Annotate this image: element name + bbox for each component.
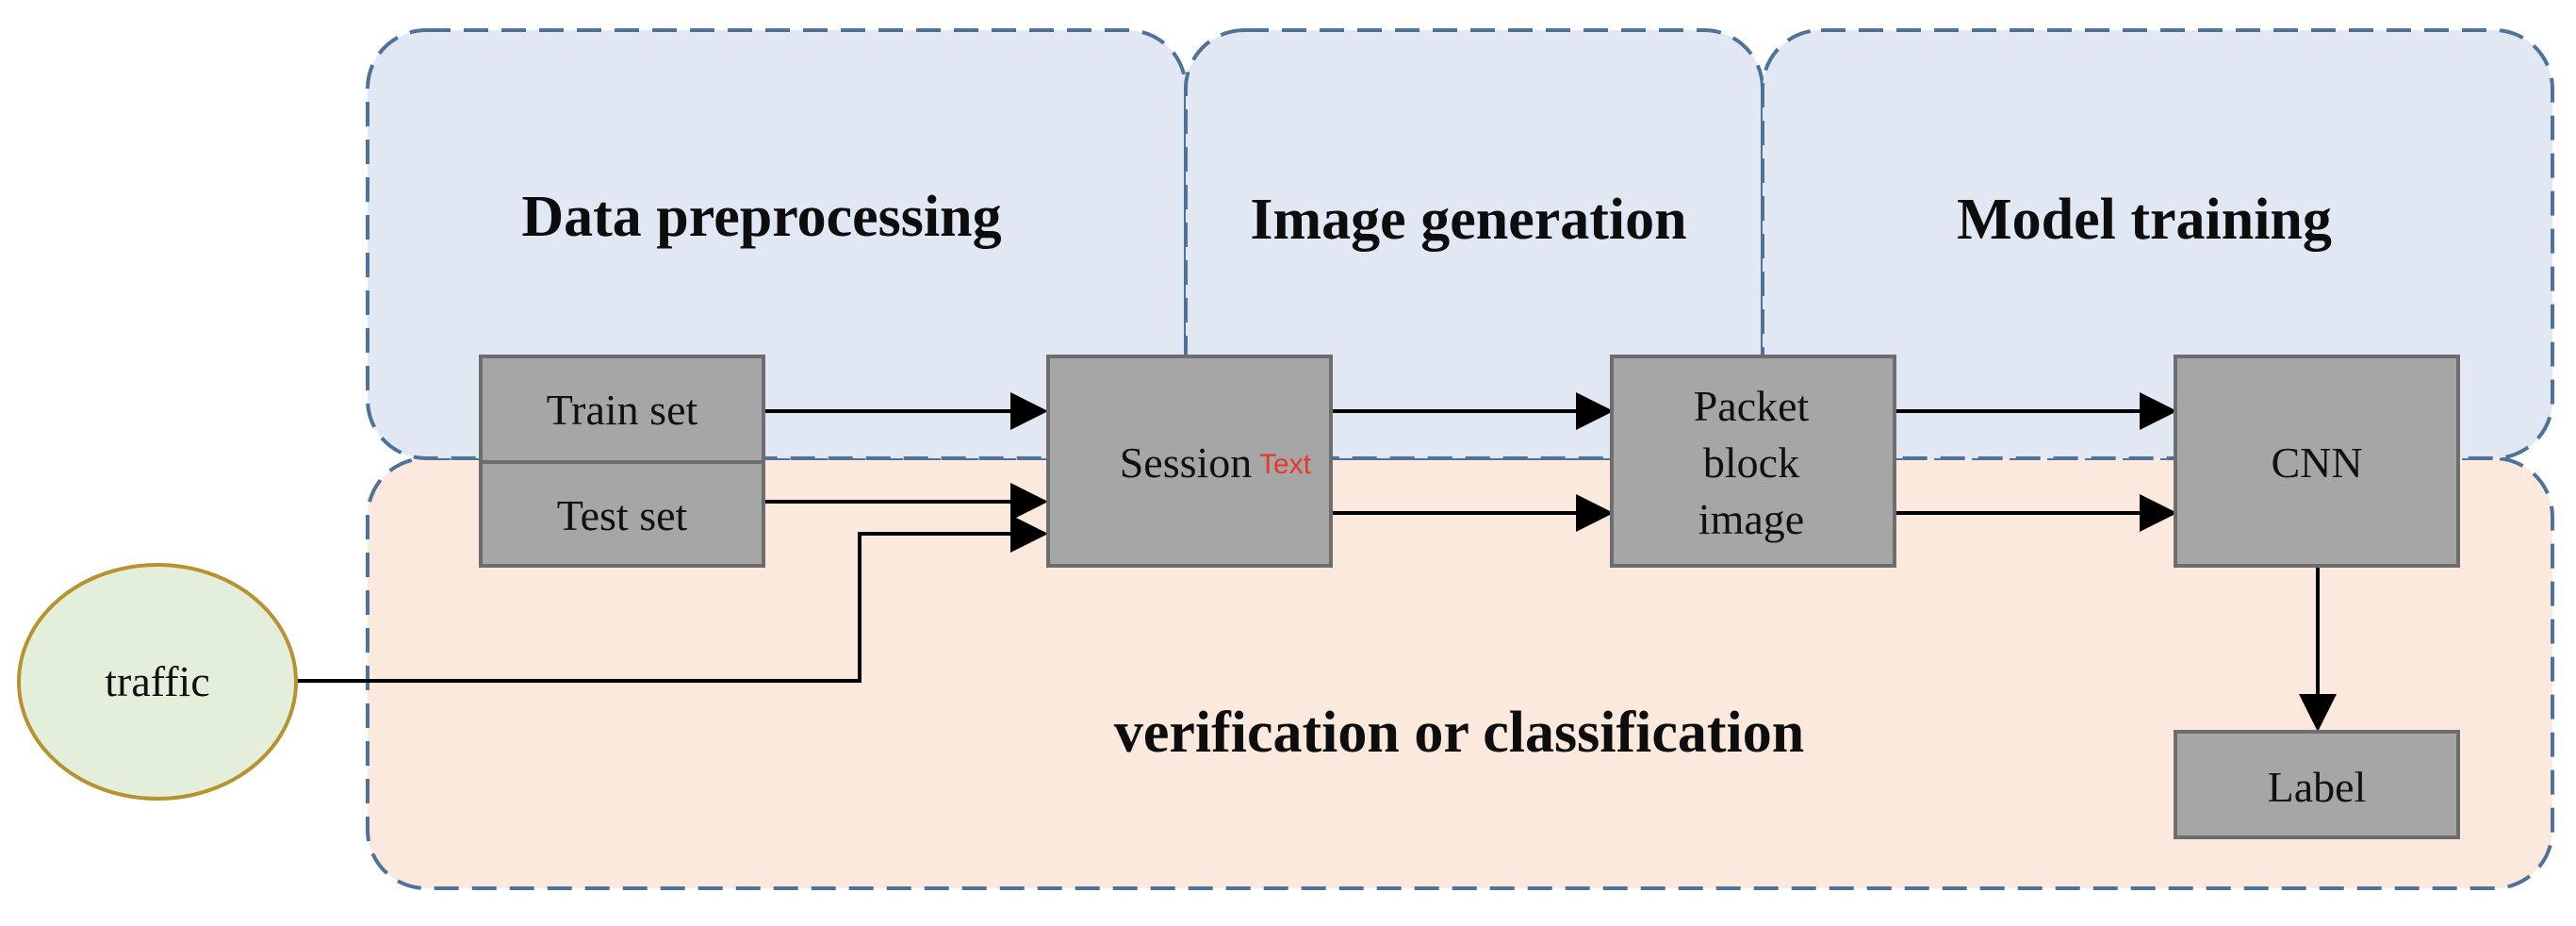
label-label: Label [2268,763,2367,811]
packet-label-line2: block [1703,438,1799,487]
test-set-label: Test set [557,491,688,539]
generation-region [1184,28,1764,460]
session-label: Session [1120,438,1253,487]
arrow-traffic-to-session [296,515,1048,683]
packet-label-line3: image [1698,495,1804,543]
session-note: Text [1259,449,1312,480]
preprocessing-title: Data preprocessing [521,185,1001,249]
arrows [296,392,2337,732]
traffic-label: traffic [105,657,210,705]
generation-title: Image generation [1250,188,1686,252]
cnn-label: CNN [2271,438,2362,487]
training-region [1761,28,2554,460]
cnn-box [2174,355,2460,568]
session-box [1046,355,1333,568]
train-set-label: Train set [547,386,698,434]
training-title: Model training [1957,188,2332,252]
packet-block-image-box [1610,355,1896,568]
verification-title: verification or classification [1114,701,1804,765]
test-set-box [479,460,765,568]
packet-label-line1: Packet [1694,382,1810,430]
traffic-node [17,563,298,801]
label-box [2174,730,2460,839]
